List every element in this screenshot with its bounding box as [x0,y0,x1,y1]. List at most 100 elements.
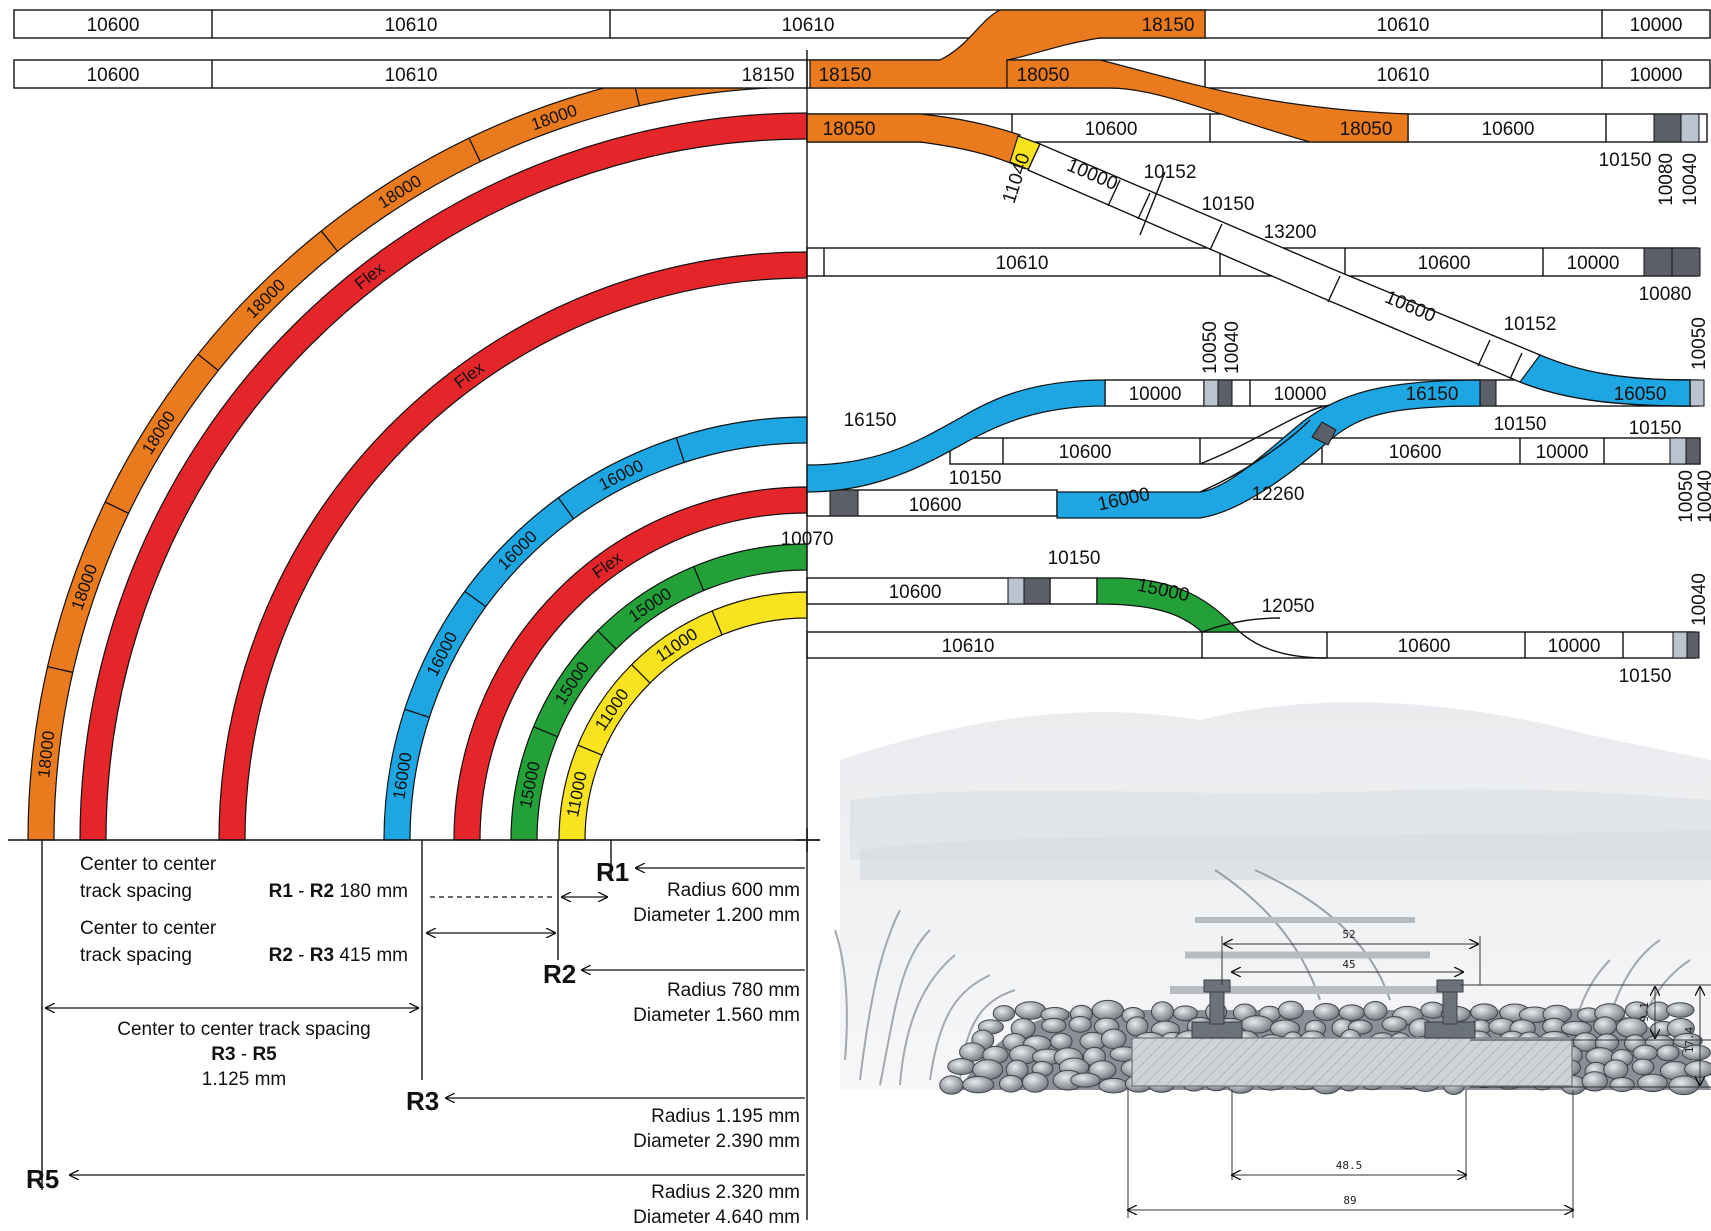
track-label: 10610 [1377,65,1430,86]
track-label: 10610 [942,636,995,657]
curve-divider [197,353,219,372]
track-label: 10050 [1200,321,1221,374]
ballast-stone [1470,1003,1499,1021]
track-label: 10150 [1599,150,1652,171]
track-label: 10150 [1629,418,1682,439]
spacing2-value: R2 - R3 415 mm [269,945,408,966]
ballast-stone [1150,1001,1175,1023]
r5-diameter: Diameter 4.640 mm [633,1207,800,1226]
straight-track-labels: 10600 10610 10610 18150 10610 10000 1060… [87,15,1711,687]
ballast-stone [947,1058,976,1076]
track-label: 18150 [742,65,795,86]
ballast-stone [1021,1072,1049,1093]
axes [8,50,820,1220]
track-label: 18050 [823,119,876,140]
curve-divider [597,630,617,650]
track-label: 13200 [1264,222,1317,243]
ballast-stone [1100,1028,1127,1050]
track-label: 10080 [1639,284,1692,305]
blue-curve [383,416,808,841]
curve-divider [675,437,685,463]
track-label: 10610 [1377,15,1430,36]
track-label: 18150 [1142,15,1195,36]
curve-divider [404,708,430,718]
curve-divider [104,501,129,514]
curve-divider [320,230,339,252]
red-inner-curve [453,486,808,841]
track-label: 16150 [1406,384,1459,405]
track-label: 10152 [1504,314,1557,335]
r3-diameter: Diameter 2.390 mm [633,1131,800,1152]
red-outer-curve [79,112,808,841]
track-label: 10150 [1619,666,1672,687]
label-r3: R3 [406,1086,439,1116]
curve-divider [631,664,651,684]
ballast-stone [1277,1000,1304,1020]
r3-radius: Radius 1.195 mm [651,1106,800,1127]
curve-divider [47,666,74,674]
track-row-1 [13,9,1711,39]
curve-divider [557,497,575,520]
dim-89: 89 [1343,1194,1356,1207]
track-label: 10152 [1144,162,1197,183]
track-label: 10150 [949,468,1002,489]
straight-tracks [13,9,1711,659]
diagonal-track-labels: 11040 10000 10152 10150 13200 10600 1015… [999,151,1557,335]
track-label: 18050 [1017,65,1070,86]
ballast-stone [1313,1002,1340,1021]
ballast-stone [1050,1032,1073,1051]
ballast-stone [1637,1073,1668,1093]
dim-52: 52 [1342,928,1355,941]
curve-divider [577,744,603,756]
ballast-stone [939,1075,964,1095]
dim-9-1: 9.1 [1638,1002,1651,1022]
dim-48-5: 48.5 [1336,1159,1363,1172]
track-label: 10600 [889,582,942,603]
track-label: 10150 [1048,548,1101,569]
label-r1: R1 [596,857,629,887]
track-label: 10040 [1680,153,1701,206]
track-label: 10050 [1689,317,1710,370]
r1-radius: Radius 600 mm [667,880,800,901]
ballast-stone [1098,1077,1129,1094]
track-label: 10610 [385,15,438,36]
ballast-stone [1581,1071,1608,1092]
track-label: 10600 [87,15,140,36]
track-label: 10000 [1548,636,1601,657]
curve-divider [533,726,558,738]
curved-tracks: 180001800018000180001800018000FlexFlex16… [27,60,808,841]
track-label: 10600 [909,495,962,516]
ballast-stone [1666,1002,1695,1018]
track-label: 10000 [1630,15,1683,36]
dim-17-4: 17.4 [1683,1026,1696,1053]
track-label: 18150 [819,65,872,86]
track-label: 10610 [385,65,438,86]
spacing1-line2: track spacing [80,881,192,902]
track-label: 10600 [1085,119,1138,140]
r2-diameter: Diameter 1.560 mm [633,1005,800,1026]
ballast-stone [1609,1076,1635,1093]
track-label: 10600 [87,65,140,86]
ballast-stone [1668,1075,1700,1096]
spacing1-value: R1 - R2 180 mm [269,881,408,902]
spacing1-line1: Center to center [80,854,217,875]
track-label: 10150 [1494,414,1547,435]
track-label: 16150 [844,410,897,431]
track-label: 10600 [1059,442,1112,463]
track-label: 10050 [1676,470,1697,523]
ballast-stone [962,1075,995,1094]
track-label: 16050 [1614,384,1667,405]
track-row-8 [806,577,1098,605]
spacing2-line2: track spacing [80,945,192,966]
dim-45: 45 [1342,958,1355,971]
track-label: 10040 [1222,321,1243,374]
track-label: 10600 [1389,442,1442,463]
label-r2: R2 [543,959,576,989]
track-label: 10600 [1418,253,1471,274]
ballast-stone [1632,1044,1658,1062]
ballast-stone [998,1074,1024,1093]
r2-radius: Radius 780 mm [667,980,800,1001]
track-label: 10000 [1630,65,1683,86]
